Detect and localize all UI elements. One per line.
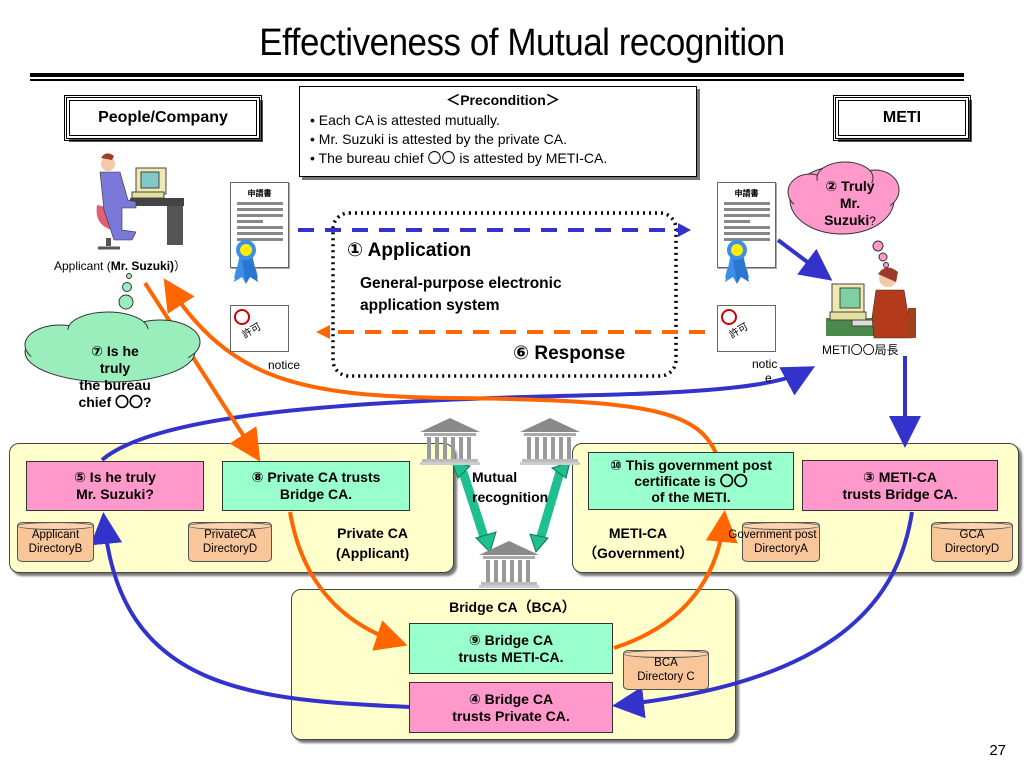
bridge-ca-title: Bridge CA（BCA） [449, 599, 576, 615]
title-rule [30, 73, 964, 77]
government-post-directory-a: Government post DirectoryA [728, 522, 820, 562]
application-form-right: 申請書 [717, 182, 776, 268]
precondition-item: • Mr. Suzuki is attested by the private … [310, 131, 568, 147]
notice-label-left: notice [268, 358, 301, 372]
meti-ca-title: METI-CA （Government） [583, 525, 694, 561]
applicant-label: Applicant (Mr. Suzuki)） [54, 259, 187, 273]
step10-card: ⑩ This government post certificate is 〇〇… [588, 452, 794, 510]
notice-label-right-2: e [765, 371, 772, 385]
step8-card: ⑧ Private CA trusts Bridge CA. [222, 461, 410, 511]
bca-directory-c: BCA Directory C [623, 650, 709, 690]
applicant-directory-b: Applicant DirectoryB [17, 522, 94, 562]
response-step-label: ⑥ Response [513, 343, 626, 364]
system-name: General-purpose electronic application s… [360, 275, 562, 314]
meti-box: METI [833, 95, 971, 141]
step9-to-step10-arrow [613, 510, 738, 650]
mutual-recognition-label: Mutual recognition [472, 469, 549, 505]
meti-thought-text: ② Truly Mr. Suzuki? [824, 178, 876, 228]
response-arrowhead [316, 325, 330, 339]
application-form-label: 申請書 [734, 189, 759, 198]
applicant-thought-text: ⑦ Is he truly the bureau chief 〇〇? [78, 343, 152, 410]
applicant-to-step8-arrow [143, 281, 261, 462]
page-number: 27 [989, 742, 1006, 759]
application-form-label: 申請書 [247, 189, 272, 198]
applicant-thought-cloud [24, 273, 201, 383]
doc-to-officer-arrow [776, 238, 833, 281]
meti-thought-cloud [787, 161, 900, 268]
gca-directory-d: GCA DirectoryD [931, 522, 1013, 562]
step8-to-step9-arrow [288, 511, 408, 651]
officer-at-computer-icon [826, 267, 916, 339]
step3-card: ③ METI-CA trusts Bridge CA. [802, 460, 998, 511]
building-icon [520, 418, 580, 465]
people-company-box: People/Company [64, 95, 262, 141]
mutual-arrow-left [451, 461, 497, 553]
step10-to-applicant-arrow [163, 278, 720, 459]
step4-card: ④ Bridge CA trusts Private CA. [409, 682, 613, 733]
step9-card: ⑨ Bridge CA trusts METI-CA. [409, 623, 613, 674]
precondition-box: ＜Precondition＞ • Each CA is attested mut… [299, 86, 697, 177]
slide-title: Effectiveness of Mutual recognition [259, 22, 785, 64]
precondition-title: ＜Precondition＞ [446, 92, 560, 108]
step4-to-step5-arrow [90, 512, 411, 709]
permit-card-left: 許可 [230, 305, 289, 352]
meti-officer-label: METI〇〇局長 [822, 343, 899, 357]
application-step-label: ① Application [347, 240, 472, 261]
private-ca-title: Private CA (Applicant) [336, 525, 410, 561]
precondition-item: • The bureau chief 〇〇 is attested by MET… [310, 150, 608, 166]
step3-to-step4-arrow [612, 511, 914, 719]
no-entry-icon [721, 309, 737, 325]
application-form-left: 申請書 [230, 182, 289, 268]
notice-label-right-1: notic [752, 357, 778, 371]
building-icon [479, 541, 539, 588]
no-entry-icon [234, 309, 250, 325]
private-ca-directory-d: PrivateCA DirectoryD [188, 522, 272, 562]
title-rule-thin [30, 79, 964, 81]
person-at-computer-icon [96, 153, 184, 250]
step5-card: ⑤ Is he truly Mr. Suzuki? [26, 461, 204, 511]
building-icon [420, 418, 480, 465]
precondition-item: • Each CA is attested mutually. [310, 112, 500, 128]
permit-card-right: 許可 [717, 305, 776, 352]
application-arrowhead [678, 223, 691, 237]
